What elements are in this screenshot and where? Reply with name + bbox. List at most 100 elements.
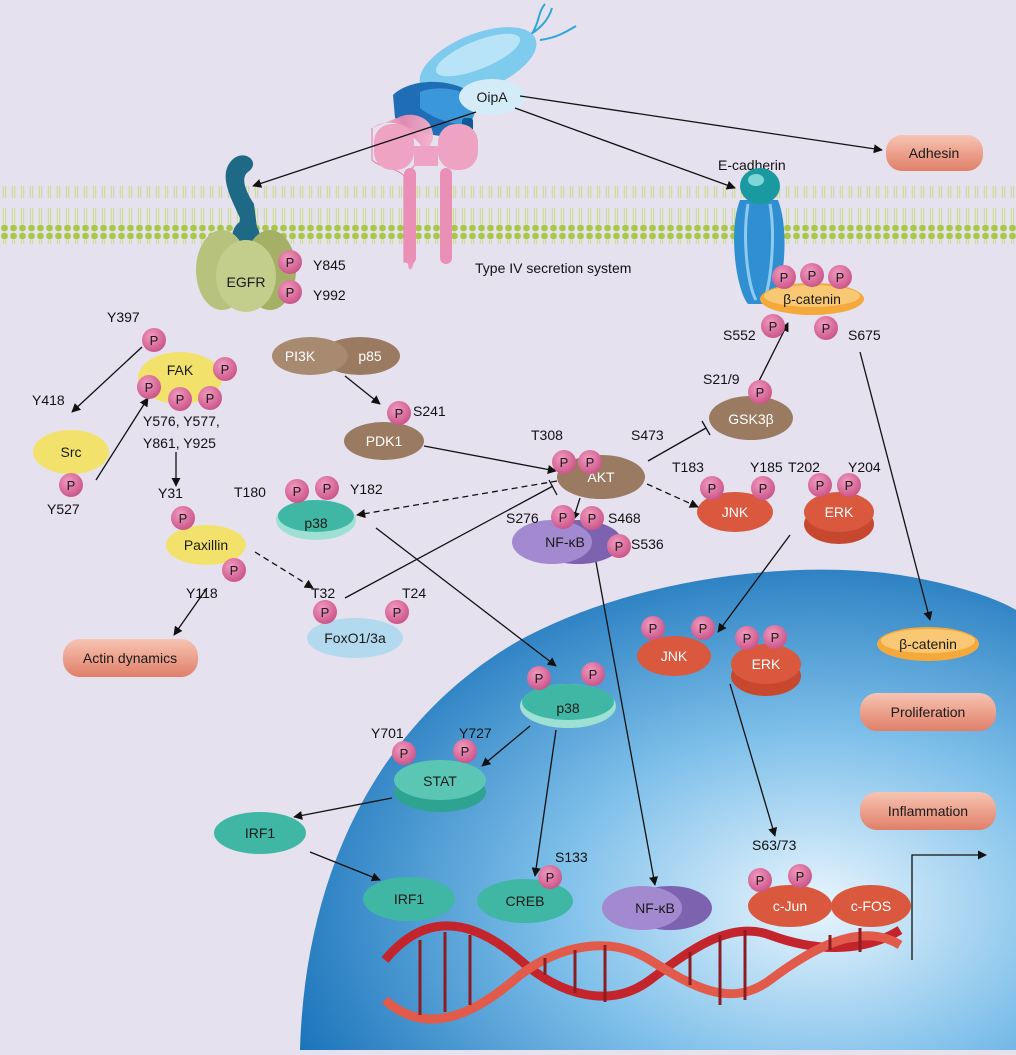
phosphate-label: P (150, 333, 159, 348)
phosphate-marker: P (751, 476, 775, 500)
phosphate-marker: P (385, 600, 409, 624)
phosphate-marker: P (788, 864, 812, 888)
phosphate-marker: P (837, 473, 861, 497)
phosphate-circle (213, 357, 237, 381)
plasma-membrane (0, 186, 1016, 244)
nfkb-cyto-label: NF-κB (545, 534, 585, 550)
phosphate-label: P (756, 873, 765, 888)
s552-label: S552 (723, 327, 756, 343)
arrow-oipa-adhesin (519, 95, 883, 154)
dna-helix-icon (381, 921, 903, 1024)
ecadherin-label: E-cadherin (718, 157, 786, 173)
phosphate-marker: P (748, 868, 772, 892)
y845-label: Y845 (313, 257, 346, 273)
phosphate-label: P (588, 511, 597, 526)
phosphate-marker: P (607, 534, 631, 558)
arrow-akt-jnk (646, 483, 699, 508)
arrow-transcription (911, 850, 987, 960)
phosphate-marker: P (59, 473, 83, 497)
foxo-label: FoxO1/3a (324, 630, 386, 646)
cfos-label: c-FOS (851, 898, 891, 914)
y185-label: Y185 (750, 459, 783, 475)
cfos-node (831, 885, 911, 927)
phosphate-label: P (535, 671, 544, 686)
creb-node (477, 879, 573, 923)
phosphate-marker: P (748, 380, 772, 404)
phosphate-circle (814, 316, 838, 340)
erk-nuc-node (731, 644, 801, 684)
inflammation-label: Inflammation (888, 803, 968, 819)
phosphate-circle (581, 662, 605, 686)
phosphate-circle (772, 265, 796, 289)
phosphate-label: P (822, 321, 831, 336)
phosphate-label: P (179, 511, 188, 526)
creb-label: CREB (506, 893, 545, 909)
phosphate-circle (278, 280, 302, 304)
phosphate-label: P (293, 484, 302, 499)
jnk-nuc-node (637, 636, 711, 676)
phosphate-circle (538, 865, 562, 889)
pdk1-node (344, 422, 424, 460)
cjun-node (748, 885, 832, 927)
y397-label: Y397 (107, 309, 140, 325)
phosphate-label: P (393, 605, 402, 620)
phosphate-label: P (559, 510, 568, 525)
phosphate-marker: P (581, 662, 605, 686)
phosphate-label: P (836, 270, 845, 285)
src-label: Src (61, 444, 82, 460)
phosphate-label: P (649, 621, 658, 636)
phosphate-label: P (395, 406, 404, 421)
s241-label: S241 (413, 403, 446, 419)
phosphate-marker: P (763, 625, 787, 649)
phosphate-circle (392, 741, 416, 765)
phosphate-marker: P (808, 473, 832, 497)
phosphate-marker: P (735, 626, 759, 650)
arrow-p38-stat (481, 725, 531, 767)
nfkb-cyto-node (512, 520, 592, 564)
y118-label: Y118 (186, 585, 218, 601)
phosphate-marker: P (137, 375, 161, 399)
stat-node (394, 760, 486, 800)
arrows (71, 95, 987, 960)
phosphate-circle (748, 868, 772, 892)
erk-nuc-label: ERK (752, 656, 781, 672)
stat-label: STAT (423, 773, 457, 789)
ecadherin-receptor (734, 168, 785, 304)
phosphate-label: P (286, 255, 295, 270)
jnk-cyto-node (697, 492, 773, 532)
bcatenin-mem-label: β-catenin (783, 291, 841, 307)
arrow-pdk1-akt (423, 445, 557, 474)
phosphate-marker: P (392, 741, 416, 765)
phosphate-label: P (615, 539, 624, 554)
nfkb-nuc-node (602, 886, 682, 930)
jnk-nuc-label: JNK (661, 648, 688, 664)
phosphate-marker: P (453, 739, 477, 763)
phosphate-circle (315, 476, 339, 500)
adhesin-box (886, 135, 983, 171)
t180-label: T180 (234, 484, 266, 500)
phosphate-circle (828, 265, 852, 289)
fak-label: FAK (167, 362, 194, 378)
phosphate-label: P (546, 870, 555, 885)
phosphate-circle (527, 666, 551, 690)
t24-label: T24 (402, 585, 426, 601)
phosphate-marker: P (278, 280, 302, 304)
phosphate-label: P (699, 621, 708, 636)
phosphate-circle (837, 473, 861, 497)
y418-label: Y418 (32, 392, 65, 408)
phosphate-marker: P (527, 666, 551, 690)
y992-label: Y992 (313, 287, 346, 303)
phosphate-label: P (323, 481, 332, 496)
phosphate-label: P (586, 455, 595, 470)
arrow-p38-creb (531, 729, 557, 877)
phosphate-label: P (759, 481, 768, 496)
phosphate-circle (552, 450, 576, 474)
phosphate-marker: P (313, 600, 337, 624)
t183-label: T183 (672, 459, 704, 475)
arrow-irf1-irf1 (309, 851, 381, 882)
phosphate-circle (385, 600, 409, 624)
phosphate-marker: P (772, 265, 796, 289)
phosphate-label: P (206, 391, 215, 406)
inhibit-foxo-akt (344, 485, 554, 599)
arrow-oipa-egfr (252, 111, 477, 188)
